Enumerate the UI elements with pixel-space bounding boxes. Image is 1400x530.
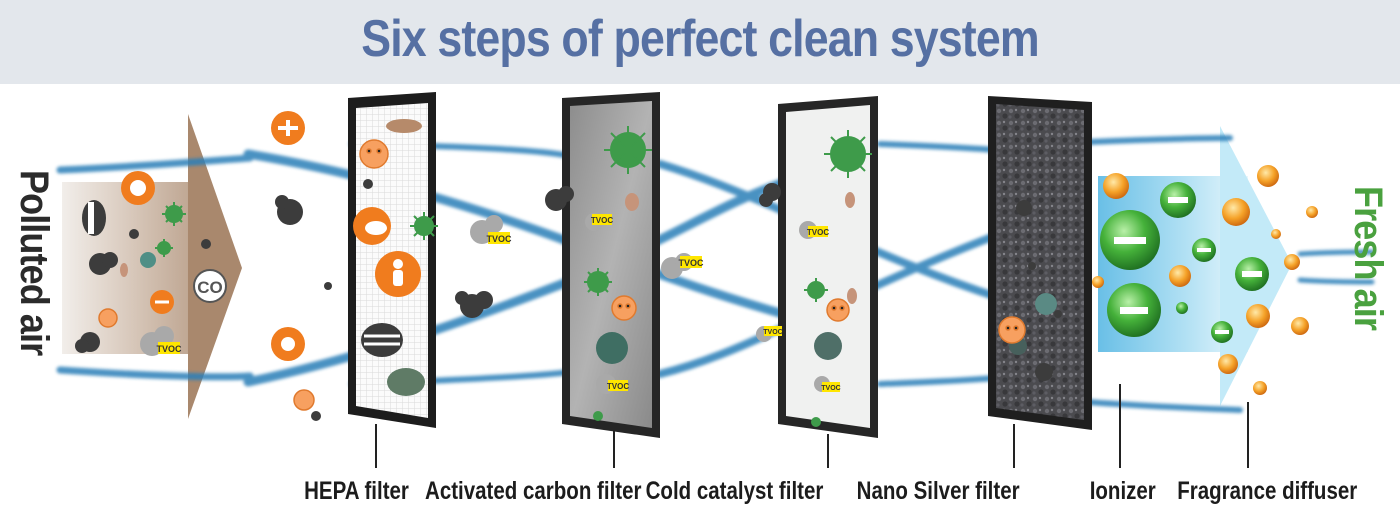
virus-icon xyxy=(155,239,173,257)
cold-catalyst-filter-label: Cold catalyst filter xyxy=(645,477,824,505)
bacteria-icon xyxy=(826,298,850,322)
virus-icon xyxy=(162,202,186,226)
svg-text:TVOC: TVOC xyxy=(156,344,182,354)
tvoc-cloud-icon: TVOC xyxy=(596,374,629,394)
air-purifier-diagram: CO TVOC TVOC TVOC TVOC TVOC xyxy=(56,92,1375,468)
negative-ion-icon xyxy=(1235,257,1269,291)
fragrance-drop-icon xyxy=(1103,173,1129,199)
virus-icon xyxy=(604,126,652,174)
svg-text:TVOC: TVOC xyxy=(678,258,704,268)
activated-carbon-filter-label: Activated carbon filter xyxy=(425,477,642,505)
fragrance-drop-icon xyxy=(1257,165,1279,187)
fragrance-drop-icon xyxy=(1271,229,1281,239)
negative-ion-icon xyxy=(1100,210,1160,270)
activated-carbon-filter-panel xyxy=(562,92,660,438)
pollutant-badges xyxy=(121,111,421,361)
tire-smoke-icon xyxy=(82,200,106,236)
svg-text:TVOC: TVOC xyxy=(486,234,512,244)
fresh-air-label: Fresh air xyxy=(1346,186,1390,330)
fragrance-diffuser-label: Fragrance diffuser xyxy=(1177,477,1358,505)
fragrance-drop-icon xyxy=(1306,206,1318,218)
negative-ion-icon xyxy=(1192,238,1216,262)
pet-badge-icon xyxy=(121,171,155,205)
tvoc-cloud-icon: TVOC xyxy=(799,221,829,239)
fragrance-drop-icon xyxy=(1218,354,1238,374)
tvoc-cloud-icon: TVOC xyxy=(756,326,783,342)
negative-ion-icon xyxy=(1160,182,1196,218)
pet-badge-icon xyxy=(271,327,305,361)
leader-lines xyxy=(375,384,1249,468)
negative-ion-icon xyxy=(1107,283,1161,337)
tvoc-cloud-icon: TVOC xyxy=(140,326,182,356)
fragrance-drop-icon xyxy=(1253,381,1267,395)
smoke-puff-icon xyxy=(455,291,493,318)
fragrance-drop-icon xyxy=(1222,198,1250,226)
cold-catalyst-filter-panel xyxy=(778,96,878,438)
smoke-puff-icon xyxy=(275,195,303,225)
svg-text:TVOC: TVOC xyxy=(807,228,829,237)
fragrance-drop-icon xyxy=(1169,265,1191,287)
tvoc-cloud-icon: TVOC xyxy=(814,376,841,392)
svg-text:TVOC: TVOC xyxy=(591,216,613,225)
soot-particles xyxy=(75,179,1062,421)
smoke-puff-icon xyxy=(1016,200,1053,381)
svg-text:TVOC: TVOC xyxy=(607,382,629,391)
virus-icon xyxy=(410,212,438,240)
svg-text:CO: CO xyxy=(197,278,223,297)
tvoc-cloud-icon: TVOC xyxy=(661,253,704,279)
svg-text:TVOC: TVOC xyxy=(763,329,782,336)
svg-text:TVOC: TVOC xyxy=(821,385,840,392)
tvoc-cloud-icon: TVOC xyxy=(470,215,512,244)
diagram-title: Six steps of perfect clean system xyxy=(361,10,1039,68)
nano-silver-filter-label: Nano Silver filter xyxy=(856,477,1020,505)
ionizer-label: Ionizer xyxy=(1089,477,1156,505)
title-banner xyxy=(0,0,1400,84)
polluted-air-label: Polluted air xyxy=(12,170,56,356)
pollen-badge-icon xyxy=(150,290,174,314)
person-badge-icon xyxy=(375,251,421,297)
bacteria-icon xyxy=(98,308,118,328)
smoke-puff-icon xyxy=(89,252,118,275)
bacteria-particles xyxy=(98,139,1026,411)
hepa-filter-label: HEPA filter xyxy=(304,477,409,505)
fragrance-drop-icon xyxy=(1284,254,1300,270)
fragrance-drop-icon xyxy=(1246,304,1270,328)
tire-smoke-icon xyxy=(361,323,403,357)
virus-icon xyxy=(593,411,821,427)
pet-badge-icon xyxy=(353,207,391,245)
bacteria-icon xyxy=(293,389,315,411)
smoke-puff-icon xyxy=(545,186,574,211)
germ-particles xyxy=(155,126,872,427)
fragrance-drops xyxy=(1092,165,1318,395)
virus-icon xyxy=(584,268,612,296)
negative-ion-icon xyxy=(1211,321,1233,343)
fragrance-drop-icon xyxy=(1291,317,1309,335)
bacteria-icon xyxy=(611,295,637,321)
negative-ion-icon xyxy=(1176,302,1188,314)
fragrance-drop-icon xyxy=(1092,276,1104,288)
pollen-badge-icon xyxy=(271,111,305,145)
smoke-puff-icon xyxy=(759,183,781,207)
smoke-puff-icon xyxy=(75,332,100,353)
bacteria-icon xyxy=(359,139,389,169)
negative-ions xyxy=(1100,182,1269,343)
virus-icon xyxy=(804,278,828,302)
tvoc-cloud-icon: TVOC xyxy=(585,213,613,231)
carbon-monoxide-icon: CO xyxy=(193,269,227,303)
tvoc-clouds: TVOC TVOC TVOC TVOC TVOC TVOC xyxy=(140,213,841,394)
bacteria-icon xyxy=(998,316,1026,344)
virus-icon xyxy=(824,130,872,178)
